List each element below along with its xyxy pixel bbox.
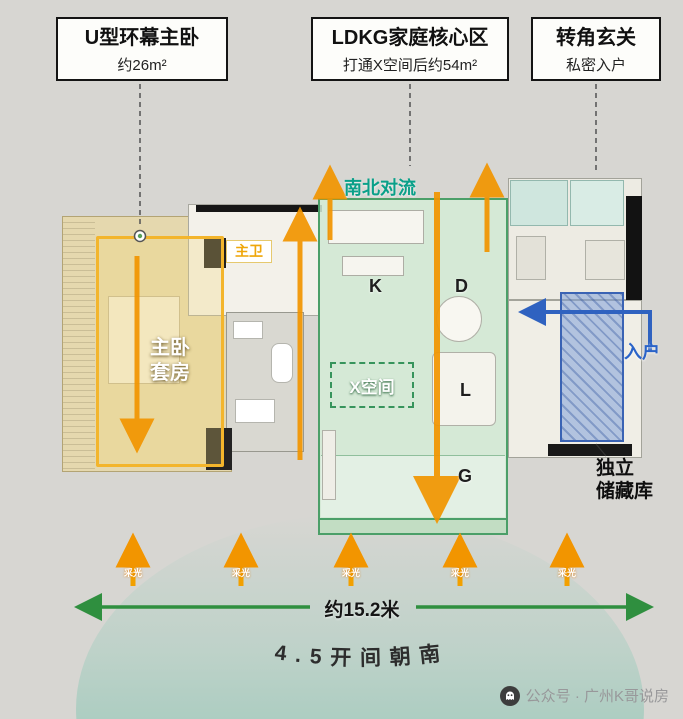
- daylight-label: 采光: [124, 568, 143, 578]
- wall-block: [206, 428, 232, 470]
- width-measure-label: 约15.2米: [324, 600, 400, 621]
- wardrobe-block: [204, 238, 226, 268]
- callout-title: U型环幕主卧: [84, 27, 200, 49]
- x-space-box: X空间: [330, 362, 414, 408]
- callout-title: LDKG家庭核心区: [331, 27, 489, 49]
- callout-foyer: 转角玄关 私密入户: [531, 17, 661, 81]
- storage-label: 独立 储藏库: [596, 458, 674, 504]
- wall-segment-bottom-right: [548, 444, 632, 456]
- ldkg-zone-base: [318, 520, 508, 535]
- wechat-ghost-icon: [499, 685, 520, 706]
- balcony-strip: [63, 217, 95, 471]
- master-bathroom: [226, 312, 304, 452]
- dining-table: [436, 296, 482, 342]
- callout-master-bedroom: U型环幕主卧 约26m²: [56, 17, 228, 81]
- master-suite-highlight: [96, 236, 224, 467]
- south-balcony-band: [321, 455, 505, 517]
- teal-room-b: [570, 180, 624, 226]
- sofa: [432, 352, 496, 426]
- master-bath-label: 主卫: [226, 240, 272, 263]
- g-zone-label: G: [458, 466, 473, 486]
- master-suite-label: 主卧套房: [150, 337, 190, 384]
- daylight-label: 采光: [558, 568, 577, 578]
- callout-subtitle: 打通X空间后约54m²: [342, 57, 478, 74]
- callout-subtitle: 约26m²: [117, 57, 167, 74]
- airflow-label: 南北对流: [344, 178, 416, 198]
- fixture-block: [516, 236, 546, 280]
- watermark-text: 公众号 · 广州K哥说房: [525, 688, 669, 705]
- x-space-label: X空间: [349, 377, 395, 397]
- wall-segment-right: [626, 196, 642, 300]
- kitchen-counter: [328, 210, 424, 244]
- kitchen-label: K: [369, 276, 382, 296]
- entry-label: 入户: [624, 342, 660, 362]
- foyer-storage-highlight: [560, 292, 624, 442]
- callout-title: 转角玄关: [556, 27, 636, 49]
- sink-fixture: [233, 321, 263, 339]
- toilet-fixture: [235, 399, 275, 423]
- daylight-label: 采光: [342, 568, 361, 578]
- fixture-block: [585, 240, 625, 280]
- storage-label-line1: 独立: [596, 458, 635, 479]
- callout-subtitle: 私密入户: [565, 57, 626, 74]
- bed-furniture: [108, 296, 180, 384]
- living-label: L: [460, 380, 471, 400]
- wall-segment: [196, 205, 322, 212]
- teal-room-a: [510, 180, 568, 226]
- callout-ldkg: LDKG家庭核心区 打通X空间后约54m²: [311, 17, 509, 81]
- kitchen-island: [342, 256, 404, 276]
- dining-label: D: [455, 276, 468, 296]
- storage-label-line2: 储藏库: [596, 480, 654, 502]
- daylight-label: 采光: [451, 568, 470, 578]
- tub-fixture: [271, 343, 293, 383]
- daylight-label: 采光: [232, 568, 251, 578]
- tv-bench: [322, 430, 336, 500]
- watermark: 公众号 · 广州K哥说房: [499, 685, 669, 706]
